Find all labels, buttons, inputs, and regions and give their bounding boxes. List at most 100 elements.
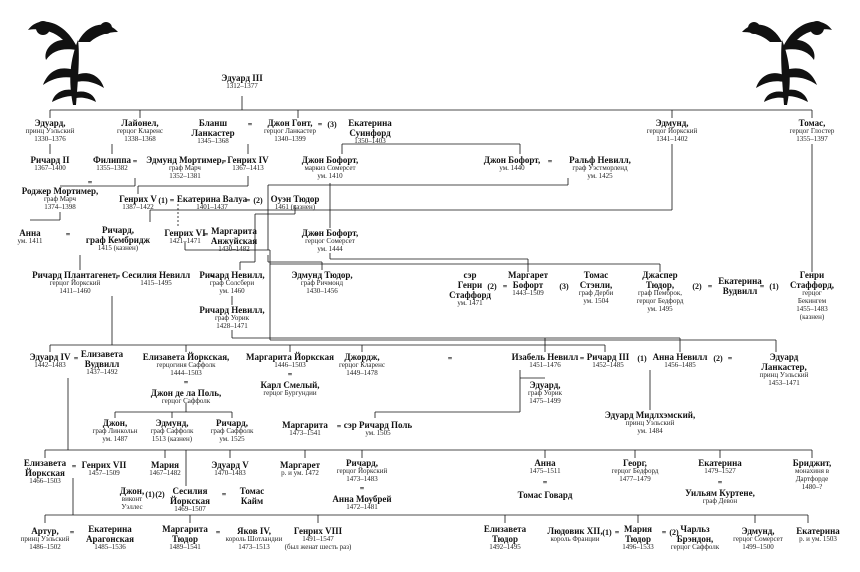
- marriage-sign: =: [502, 282, 508, 291]
- marriage-sign: =: [287, 370, 293, 379]
- floral-ornament-icon: [28, 21, 118, 105]
- marriage-sign: =: [547, 157, 553, 166]
- marriage-sign: =: [359, 484, 365, 493]
- marriage-sign: =: [203, 230, 209, 239]
- person-bridget-york: Бриджит,монахиня в Дартфорде 1480–?: [792, 458, 832, 491]
- person-william-courtenay: Уильям Куртене,граф Девон: [685, 488, 755, 506]
- person-charles-the-bold: Карл Смелый,герцог Бургундии: [260, 380, 320, 398]
- marriage-sign: =: [579, 354, 585, 363]
- marriage-sign: =: [115, 272, 121, 281]
- marriage-sign: =: [447, 354, 453, 363]
- marriage-sign: =: [169, 196, 175, 205]
- person-john-of-gaunt: Джон Гонт,герцог Ланкастер 1340–1399: [263, 118, 317, 143]
- person-thomas-howard: Томас Говард: [517, 490, 573, 500]
- marriage-sign: (3): [559, 282, 569, 291]
- person-elizabeth-york-suffolk: Елизавета Йоркская,герцогиня Саффолк 144…: [142, 352, 230, 377]
- marriage-sign: =: [542, 478, 548, 487]
- marriage-sign: =: [221, 490, 227, 499]
- marriage-sign: =: [215, 528, 221, 537]
- person-edmund-tudor-son: Эдмунд,герцог Сомерсет 1499–1500: [733, 526, 783, 551]
- marriage-sign: =: [221, 157, 227, 166]
- marriage-sign: (2): [669, 528, 679, 537]
- marriage-sign: =: [313, 230, 319, 239]
- marriage-sign: =: [245, 196, 251, 205]
- marriage-sign: =: [614, 528, 620, 537]
- person-edmund-mortimer: Эдмунд Мортимер,граф Марч 1352–1381: [146, 155, 224, 180]
- marriage-sign: =: [759, 282, 765, 291]
- marriage-sign: =: [727, 354, 733, 363]
- person-john-beaufort-duke: Джон Бофорт,герцог Сомерсет ум. 1444: [301, 228, 359, 253]
- marriage-sign: (1): [637, 354, 647, 363]
- person-thomas-kyme: Томас Кайм: [239, 486, 265, 507]
- person-roger-mortimer: Роджер Мортимер,граф Марч 1374–1398: [21, 186, 99, 211]
- marriage-sign: (1): [145, 490, 155, 499]
- marriage-sign: =: [661, 528, 667, 537]
- person-louis12: Людовик XII,король Франции: [547, 526, 603, 544]
- person-john-welles: Джон,виконт Уэллес: [119, 486, 145, 511]
- person-arthur: Артур,принц Уэльский 1486–1502: [20, 526, 70, 551]
- marriage-sign: (2): [155, 490, 165, 499]
- person-thomas-stanley: Томас Стэнли,граф Дерби ум. 1504: [578, 270, 614, 305]
- marriage-sign: =: [73, 354, 79, 363]
- marriage-sign: =: [69, 528, 75, 537]
- marriage-sign: =: [183, 378, 189, 387]
- person-edward-middleham: Эдуард Мидлхэмский,принц Уэльский ум. 14…: [604, 410, 696, 435]
- person-lionel: Лайонел,герцог Кларенс 1338–1368: [117, 118, 163, 143]
- marriage-sign: =: [132, 157, 138, 166]
- person-george-bedford: Георг,герцог Бедфорд 1477–1479: [611, 458, 659, 483]
- person-john-beaufort-marquess: Джон Бофорт,маркиз Сомерсет ум. 1410: [301, 155, 359, 180]
- person-jasper-tudor: Джаспер Тюдор,граф Пемброк, герцог Бедфо…: [636, 270, 684, 313]
- marriage-sign: =: [71, 462, 77, 471]
- marriage-sign: =: [87, 178, 93, 187]
- person-edward-lancaster: Эдуард Ланкастер,принц Уэльский 1453–147…: [759, 352, 809, 387]
- person-katherine-woodville: Екатерина Вудвилл: [718, 276, 762, 297]
- person-john-de-la-pole: Джон де ла Поль,герцог Саффолк: [150, 388, 222, 406]
- marriage-sign: (3): [327, 120, 337, 129]
- person-charles-brandon: Чарльз Брэндон,герцог Саффолк: [670, 524, 720, 552]
- person-richard-york: Ричард,герцог Йоркский 1473–1483: [336, 458, 388, 483]
- marriage-sign: =: [247, 120, 253, 129]
- person-richard-neville-warwick: Ричард Невилл,граф Уорик 1428–1471: [199, 305, 265, 330]
- marriage-sign: (1): [769, 282, 779, 291]
- person-ralph-neville: Ральф Невилл,граф Уэстморленд ум. 1425: [569, 155, 631, 180]
- marriage-sign: (2): [487, 282, 497, 291]
- marriage-sign: =: [209, 272, 215, 281]
- marriage-sign: (2): [692, 282, 702, 291]
- marriage-sign: =: [65, 230, 71, 239]
- person-edward-black-prince: Эдуард,принц Уэльский 1330–1376: [25, 118, 75, 143]
- person-james4: Яков IV,король Шотландии 1473–1513: [225, 526, 283, 551]
- marriage-sign: (2): [253, 196, 263, 205]
